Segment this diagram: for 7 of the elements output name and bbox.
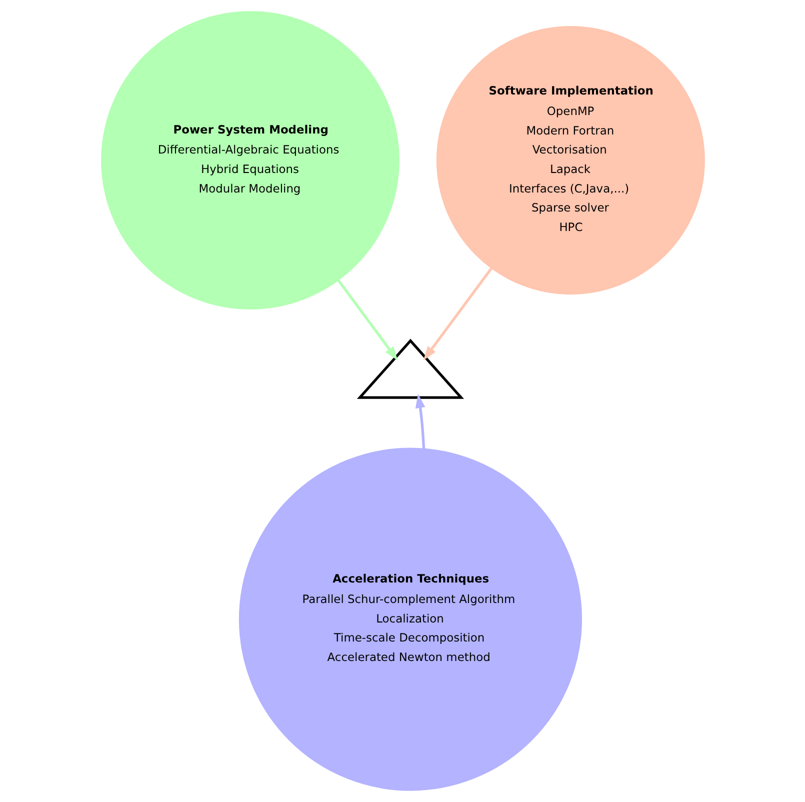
arrow bbox=[422, 268, 492, 360]
arrow bbox=[414, 394, 425, 449]
node-triangle bbox=[356, 338, 464, 399]
node-circle: Power System Modeling Differential-Algebraic Equations Hybrid Equations Modular Modeling bbox=[100, 11, 399, 310]
arrow bbox=[336, 279, 398, 361]
node-circle: Acceleration Techniques Parallel Schur-complement Algorithm Localization Time-scale Decomposition Accelerated Newton method bbox=[238, 448, 582, 791]
node-circle: Software Implementation OpenMP Modern Fortran Vectorisation Lapack Interfaces (C,Java,...) Sparse solver HPC bbox=[436, 26, 704, 295]
